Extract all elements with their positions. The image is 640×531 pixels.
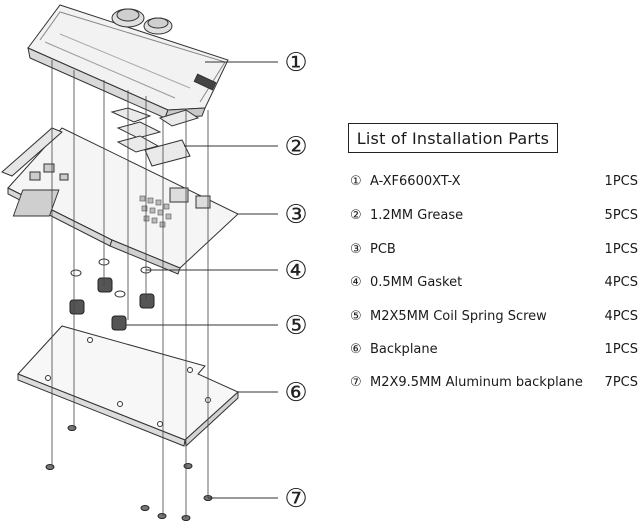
part-quantity: 1PCS: [604, 342, 638, 357]
part-quantity: 4PCS: [604, 275, 638, 290]
parts-list-item: ⑦ M2X9.5MM Aluminum backplane 7PCS: [350, 375, 638, 395]
part-name: M2X5MM Coil Spring Screw: [370, 309, 547, 324]
assembly-guide-lines: [51, 60, 209, 518]
part-number: ⑥: [350, 342, 362, 357]
part-number: ⑤: [350, 309, 362, 324]
gaskets: [70, 258, 152, 298]
callout-7: ⑦: [284, 484, 307, 514]
thermal-pads: [110, 107, 200, 167]
part-number: ①: [350, 174, 362, 189]
parts-list-item: ⑤ M2X5MM Coil Spring Screw 4PCS: [350, 309, 638, 329]
part-number: ⑦: [350, 375, 362, 390]
part-name: 0.5MM Gasket: [370, 275, 463, 290]
callout-4: ④: [284, 256, 307, 286]
callout-5: ⑤: [284, 311, 307, 341]
backplane-screws: [45, 425, 213, 521]
parts-list-item: ⑥ Backplane 1PCS: [350, 342, 638, 362]
part-quantity: 7PCS: [604, 375, 638, 390]
backplane: [17, 325, 239, 447]
part-quantity: 1PCS: [604, 174, 638, 189]
callout-6: ⑥: [284, 378, 307, 408]
part-number: ②: [350, 208, 362, 223]
part-number: ④: [350, 275, 362, 290]
part-name: M2X9.5MM Aluminum backplane: [370, 375, 583, 390]
parts-list-title: List of Installation Parts: [348, 123, 558, 153]
part-name: Backplane: [370, 342, 438, 357]
part-number: ③: [350, 242, 362, 257]
parts-list-item: ③ PCB 1PCS: [350, 242, 638, 262]
parts-list-item: ② 1.2MM Grease 5PCS: [350, 208, 638, 228]
pcb-board: [1, 127, 239, 275]
callout-1: ①: [284, 48, 307, 78]
callout-2: ②: [284, 132, 307, 162]
parts-list-item: ④ 0.5MM Gasket 4PCS: [350, 275, 638, 295]
callout-3: ③: [284, 200, 307, 230]
part-quantity: 4PCS: [604, 309, 638, 324]
part-name: A-XF6600XT-X: [370, 174, 461, 189]
leader-lines: [126, 61, 278, 499]
part-quantity: 1PCS: [604, 242, 638, 257]
part-name: 1.2MM Grease: [370, 208, 464, 223]
parts-list-item: ① A-XF6600XT-X 1PCS: [350, 174, 638, 194]
spring-screws: [69, 277, 155, 331]
callout-labels: ① ② ③ ④ ⑤ ⑥ ⑦: [284, 48, 307, 514]
part-quantity: 5PCS: [604, 208, 638, 223]
part-name: PCB: [370, 242, 396, 257]
